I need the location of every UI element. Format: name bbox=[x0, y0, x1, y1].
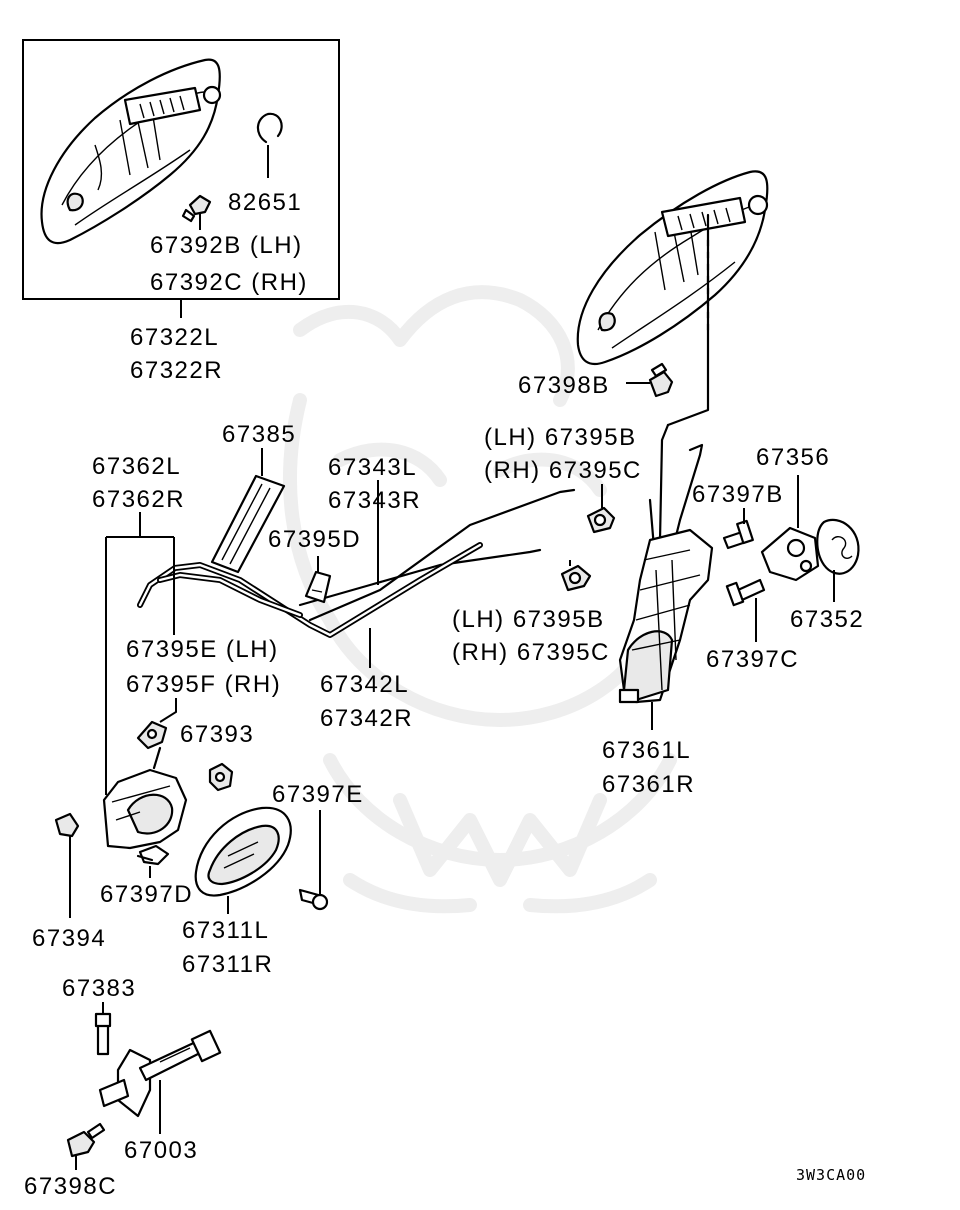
clip-67395e-drawing bbox=[136, 720, 168, 750]
door-latch-assembly-drawing bbox=[618, 528, 714, 704]
inside-handle-bracket-drawing bbox=[102, 746, 188, 850]
diagram-code: 3W3CA00 bbox=[796, 1166, 866, 1184]
label-67343r: 67343R bbox=[328, 487, 421, 514]
label-67362l: 67362L bbox=[92, 453, 181, 480]
clip-82651-drawing bbox=[256, 112, 283, 144]
screw-67397d-drawing bbox=[136, 844, 170, 866]
label-67394: 67394 bbox=[32, 925, 106, 952]
screw-67397e-drawing bbox=[298, 888, 329, 911]
label-67397b: 67397B bbox=[692, 481, 784, 508]
label-67398b: 67398B bbox=[518, 372, 610, 399]
label-67361l: 67361L bbox=[602, 737, 691, 764]
inside-handle-67311-drawing bbox=[194, 806, 292, 897]
label-67395b-lh-mid: (LH) 67395B bbox=[452, 606, 605, 633]
label-67343l: 67343L bbox=[328, 454, 417, 481]
label-67385: 67385 bbox=[222, 421, 296, 448]
bolt-67398c-drawing bbox=[66, 1122, 106, 1158]
clip-67394-drawing bbox=[54, 812, 80, 838]
label-67311l: 67311L bbox=[182, 917, 269, 944]
clip-67392b-drawing bbox=[181, 194, 212, 223]
screw-67398b-drawing bbox=[648, 362, 674, 398]
label-67395f: 67395F (RH) bbox=[126, 671, 281, 698]
shim-67352-drawing bbox=[816, 518, 860, 575]
label-67361r: 67361R bbox=[602, 771, 695, 798]
label-82651: 82651 bbox=[228, 189, 302, 216]
striker-67356-drawing bbox=[760, 526, 820, 582]
pin-67383-drawing bbox=[94, 1012, 112, 1056]
outer-handle-drawing bbox=[576, 170, 769, 366]
label-67395c-rh-top: (RH) 67395C bbox=[484, 457, 642, 484]
label-67311r: 67311R bbox=[182, 951, 273, 978]
watermark-emblem bbox=[283, 285, 677, 914]
label-67393: 67393 bbox=[180, 721, 254, 748]
door-check-67003-drawing bbox=[98, 1029, 222, 1118]
label-67395d: 67395D bbox=[268, 526, 361, 553]
label-67342r: 67342R bbox=[320, 705, 413, 732]
label-67342l: 67342L bbox=[320, 671, 409, 698]
label-67392c: 67392C (RH) bbox=[150, 269, 308, 296]
screw-67397c-drawing bbox=[725, 578, 766, 607]
label-67322r: 67322R bbox=[130, 357, 223, 384]
clip-67395d-drawing bbox=[304, 570, 332, 604]
pad-67385-drawing bbox=[210, 474, 286, 574]
outer-handle-inset-drawing bbox=[40, 58, 222, 245]
label-67352: 67352 bbox=[790, 606, 864, 633]
label-67392b: 67392B (LH) bbox=[150, 232, 303, 259]
label-67397c: 67397C bbox=[706, 646, 799, 673]
label-67395e: 67395E (LH) bbox=[126, 636, 279, 663]
label-67395c-rh-mid: (RH) 67395C bbox=[452, 639, 610, 666]
label-67356: 67356 bbox=[756, 444, 830, 471]
label-67003: 67003 bbox=[124, 1137, 198, 1164]
clip-67395b-mid-drawing bbox=[560, 564, 592, 592]
label-67398c: 67398C bbox=[24, 1173, 117, 1200]
label-67397d: 67397D bbox=[100, 881, 193, 908]
label-67383: 67383 bbox=[62, 975, 136, 1002]
label-67362r: 67362R bbox=[92, 486, 185, 513]
label-67397e: 67397E bbox=[272, 781, 364, 808]
label-67322l: 67322L bbox=[130, 324, 219, 351]
label-67395b-lh-top: (LH) 67395B bbox=[484, 424, 637, 451]
screw-67397b-drawing bbox=[722, 519, 754, 550]
nut-67393-drawing bbox=[208, 762, 234, 792]
clip-67395b-top-drawing bbox=[586, 506, 616, 534]
